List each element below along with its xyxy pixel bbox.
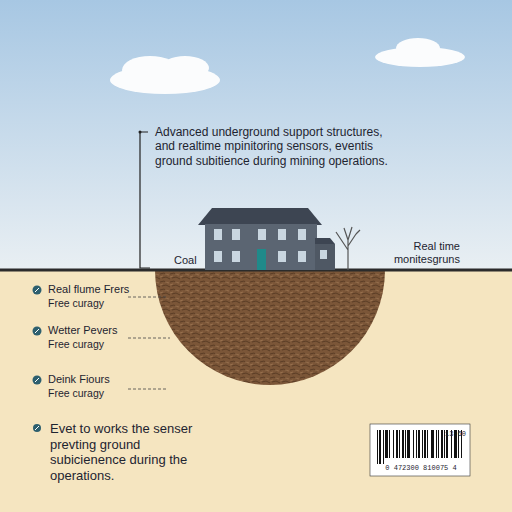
tree: [336, 227, 360, 270]
label: Real time monitesgruns: [368, 240, 460, 266]
label: Free curagy: [48, 297, 128, 310]
label: 0 472300 810075 4: [374, 464, 468, 472]
label: 13 60: [436, 430, 466, 438]
caption: Evet to works the senser prevting ground…: [50, 421, 205, 483]
label: Real flume Frers: [48, 283, 148, 296]
cloud: [110, 56, 220, 94]
label: Deink Fiours: [48, 373, 148, 386]
dashed-leader: [128, 297, 170, 389]
item-icon: [33, 286, 42, 433]
label: Coal: [174, 254, 214, 267]
cloud: [375, 38, 465, 67]
soil-section: [155, 270, 385, 385]
label: Free curagy: [48, 387, 128, 400]
ground: [0, 270, 512, 512]
sky: [0, 0, 512, 270]
label: Wetter Pevers: [48, 324, 148, 337]
barcode: [370, 424, 470, 476]
leader-line: [140, 132, 150, 268]
label: Free curagy: [48, 338, 128, 351]
house: [198, 208, 335, 270]
title: Advanced underground support structures,…: [155, 125, 390, 168]
